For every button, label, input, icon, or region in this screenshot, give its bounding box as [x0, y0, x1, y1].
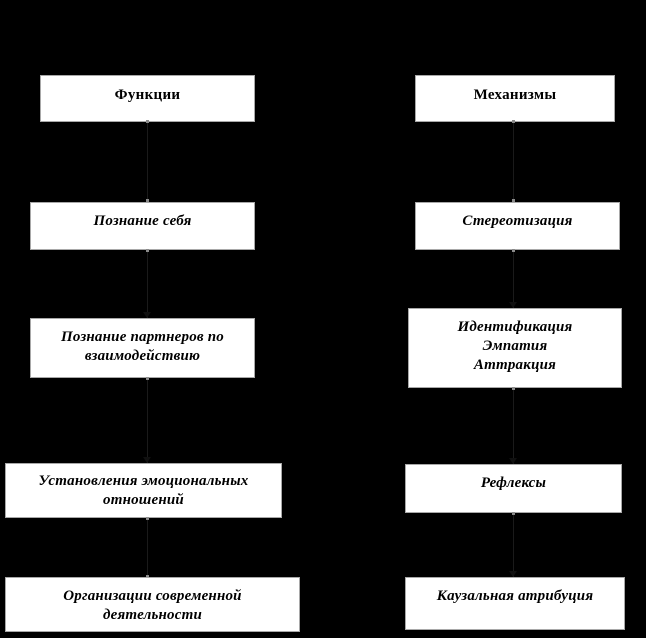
node-functions-header[interactable]: Функции — [40, 75, 255, 122]
node-label: Каузальная атрибуция — [436, 588, 594, 604]
connector-functions-2 — [147, 250, 148, 318]
node-label: Организации современной деятельности — [63, 588, 242, 624]
node-kauzalnaya-atributsiya[interactable]: Каузальная атрибуция — [405, 577, 625, 630]
node-label: Установления эмоциональных отношений — [38, 473, 249, 509]
node-identifikatsiya[interactable]: Идентификация Эмпатия Аттракция — [408, 308, 622, 388]
node-stereotizatsiya[interactable]: Стереотизация — [415, 202, 620, 250]
connector-tick — [146, 249, 149, 252]
arrowhead-icon — [143, 457, 151, 463]
connector-tick — [512, 120, 515, 123]
arrowhead-icon — [509, 302, 517, 308]
arrowhead-icon — [143, 312, 151, 318]
node-ustanovleniya-emotsionalnykh[interactable]: Установления эмоциональных отношений — [5, 463, 282, 518]
arrowhead-icon — [509, 458, 517, 464]
connector-tick — [512, 387, 515, 390]
connector-tick — [512, 512, 515, 515]
connector-tick — [146, 517, 149, 520]
connector-tick — [512, 249, 515, 252]
connector-tick — [146, 120, 149, 123]
node-label: Познание партнеров по взаимодействию — [60, 329, 225, 365]
node-label: Механизмы — [473, 87, 557, 103]
connector-functions-4 — [147, 518, 148, 577]
connector-functions-3 — [147, 378, 148, 463]
node-label: Идентификация Эмпатия Аттракция — [457, 319, 573, 374]
connector-tick — [146, 575, 149, 578]
node-mechanisms-header[interactable]: Механизмы — [415, 75, 615, 122]
node-organizatsii-sovremennoy[interactable]: Организации современной деятельности — [5, 577, 300, 632]
node-label: Функции — [114, 87, 181, 103]
connector-mechanisms-3 — [513, 388, 514, 464]
connector-tick — [146, 199, 149, 202]
connector-tick — [512, 199, 515, 202]
node-poznanie-partnerov[interactable]: Познание партнеров по взаимодействию — [30, 318, 255, 378]
connector-functions-1 — [147, 122, 148, 202]
connector-mechanisms-4 — [513, 513, 514, 577]
connector-mechanisms-1 — [513, 122, 514, 202]
connector-tick — [146, 377, 149, 380]
node-poznanie-sebya[interactable]: Познание себя — [30, 202, 255, 250]
node-label: Познание себя — [93, 213, 192, 229]
node-label: Стереотизация — [462, 213, 573, 229]
connector-mechanisms-2 — [513, 250, 514, 308]
node-label: Рефлексы — [480, 475, 547, 491]
node-refleksy[interactable]: Рефлексы — [405, 464, 622, 513]
arrowhead-icon — [509, 571, 517, 577]
